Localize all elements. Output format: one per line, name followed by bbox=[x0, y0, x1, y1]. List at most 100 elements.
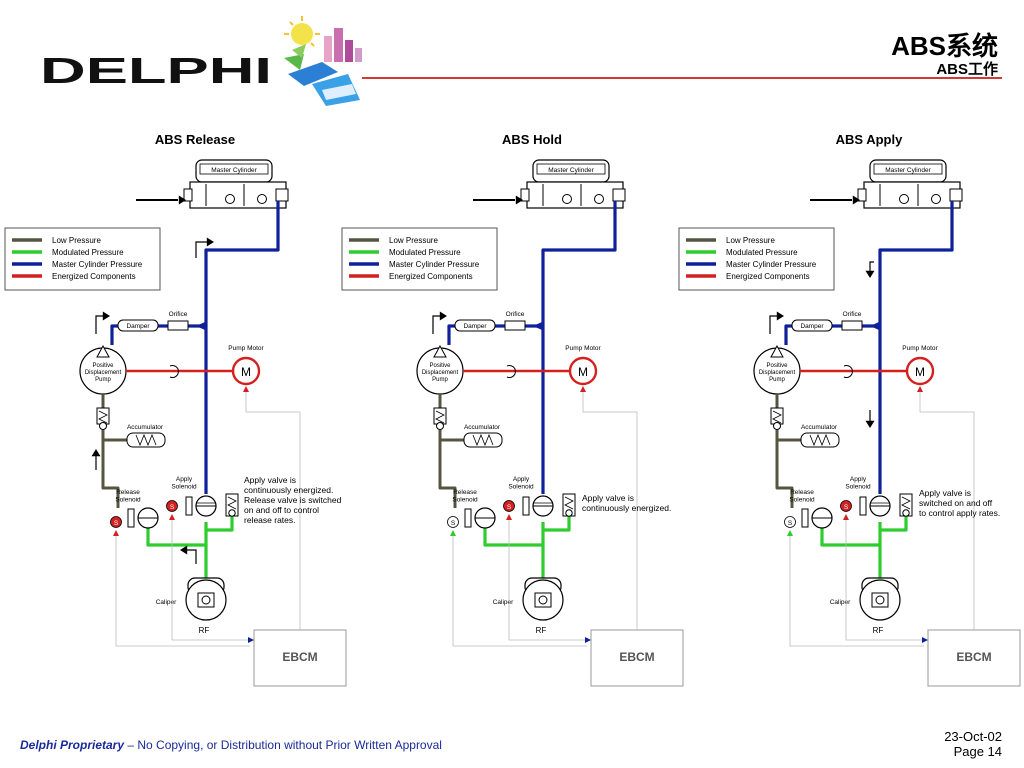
apply-solenoid bbox=[840, 500, 852, 512]
flow-arrow-icon bbox=[439, 311, 447, 321]
release-solenoid bbox=[447, 516, 459, 528]
header-divider bbox=[362, 77, 1002, 79]
damper-label: Damper bbox=[463, 323, 487, 330]
check-valve bbox=[96, 407, 110, 425]
ebcm-label: EBCM bbox=[956, 650, 991, 664]
flow-path bbox=[95, 315, 104, 334]
orifice-label: Orifice bbox=[169, 311, 188, 318]
wheel-label: RF bbox=[873, 626, 884, 635]
ebcm-module bbox=[253, 629, 347, 687]
rotation-icon bbox=[506, 365, 516, 378]
apply-solenoid-coil bbox=[859, 496, 867, 516]
caliper-label: Caliper bbox=[156, 599, 177, 606]
legend-label: Modulated Pressure bbox=[389, 248, 461, 257]
flow-arrow-icon bbox=[206, 237, 214, 247]
rotation-icon bbox=[169, 365, 179, 378]
pump-check-valve-icon bbox=[96, 344, 110, 358]
orifice bbox=[167, 320, 189, 331]
apply-solenoid-symbol: S bbox=[170, 504, 175, 511]
junction-marker bbox=[196, 322, 205, 330]
check-valve bbox=[433, 407, 447, 425]
footer-proprietary: Delphi Proprietary bbox=[20, 738, 125, 752]
release-solenoid bbox=[110, 516, 122, 528]
master-cylinder: Master Cylinder bbox=[857, 159, 963, 209]
release-solenoid-symbol: S bbox=[114, 520, 119, 527]
accumulator-label: Accumulator bbox=[464, 424, 501, 431]
pump-motor-symbol: M bbox=[578, 365, 588, 379]
apply-signal-arrow-icon bbox=[843, 514, 849, 520]
footer-notice-text: – No Copying, or Distribution without Pr… bbox=[124, 738, 442, 752]
pedal-force-arrow-icon bbox=[852, 195, 860, 205]
pump-motor bbox=[905, 356, 935, 386]
release-return-line bbox=[438, 430, 457, 508]
caliper-label: Caliper bbox=[830, 599, 851, 606]
release-solenoid bbox=[784, 516, 796, 528]
flow-path bbox=[769, 315, 778, 334]
pedal-force-arrow-icon bbox=[515, 195, 523, 205]
apply-solenoid-coil bbox=[522, 496, 530, 516]
motor-control-wire bbox=[245, 392, 301, 630]
check-valve bbox=[770, 407, 784, 425]
delphi-logo-text: DELPHI bbox=[40, 50, 272, 88]
orifice-label: Orifice bbox=[843, 311, 862, 318]
caliper-label: Caliper bbox=[493, 599, 514, 606]
legend-label: Energized Components bbox=[389, 272, 473, 281]
release-solenoid-coil bbox=[127, 508, 135, 528]
pump-motor-symbol: M bbox=[915, 365, 925, 379]
modulated-pressure-line bbox=[146, 522, 208, 547]
flow-arrow-icon bbox=[102, 311, 110, 321]
page-title: ABS系统 bbox=[891, 31, 998, 61]
release-solenoid-symbol: S bbox=[788, 520, 793, 527]
legend-label: Master Cylinder Pressure bbox=[389, 260, 480, 269]
wheel-label: RF bbox=[199, 626, 210, 635]
release-solenoid-symbol: S bbox=[451, 520, 456, 527]
legend-label: Low Pressure bbox=[52, 236, 101, 245]
apply-solenoid bbox=[166, 500, 178, 512]
legend-label: Modulated Pressure bbox=[726, 248, 798, 257]
release-control-wire bbox=[115, 536, 250, 647]
legend-label: Energized Components bbox=[726, 272, 810, 281]
ebcm-module bbox=[590, 629, 684, 687]
flow-path bbox=[432, 315, 441, 334]
rotation-icon bbox=[843, 365, 853, 378]
damper-label: Damper bbox=[800, 323, 824, 330]
flow-path bbox=[186, 549, 197, 564]
logo-illustration-icon bbox=[284, 16, 362, 106]
motor-control-wire bbox=[919, 392, 975, 630]
master-cylinder: Master Cylinder bbox=[183, 159, 289, 209]
panel-title: ABS Apply bbox=[836, 132, 903, 147]
orifice bbox=[841, 320, 863, 331]
flow-path bbox=[195, 241, 208, 258]
motor-signal-arrow-icon bbox=[243, 386, 249, 392]
ebcm-label: EBCM bbox=[282, 650, 317, 664]
orifice-label: Orifice bbox=[506, 311, 525, 318]
apply-control-wire bbox=[845, 520, 924, 641]
wire-arrow-icon bbox=[585, 637, 591, 643]
pedal-force-arrow-icon bbox=[178, 195, 186, 205]
apply-bypass-line bbox=[543, 516, 571, 532]
ebcm-module bbox=[927, 629, 1021, 687]
legend-label: Low Pressure bbox=[726, 236, 775, 245]
master-cylinder-label: Master Cylinder bbox=[885, 167, 931, 174]
damper bbox=[454, 319, 496, 332]
master-cylinder-label: Master Cylinder bbox=[211, 167, 257, 174]
pump-check-valve-icon bbox=[770, 344, 784, 358]
pump-motor bbox=[231, 356, 261, 386]
panel-title: ABS Release bbox=[155, 132, 235, 147]
release-return-line bbox=[775, 430, 794, 508]
modulated-pressure-line bbox=[483, 522, 545, 547]
damper bbox=[117, 319, 159, 332]
